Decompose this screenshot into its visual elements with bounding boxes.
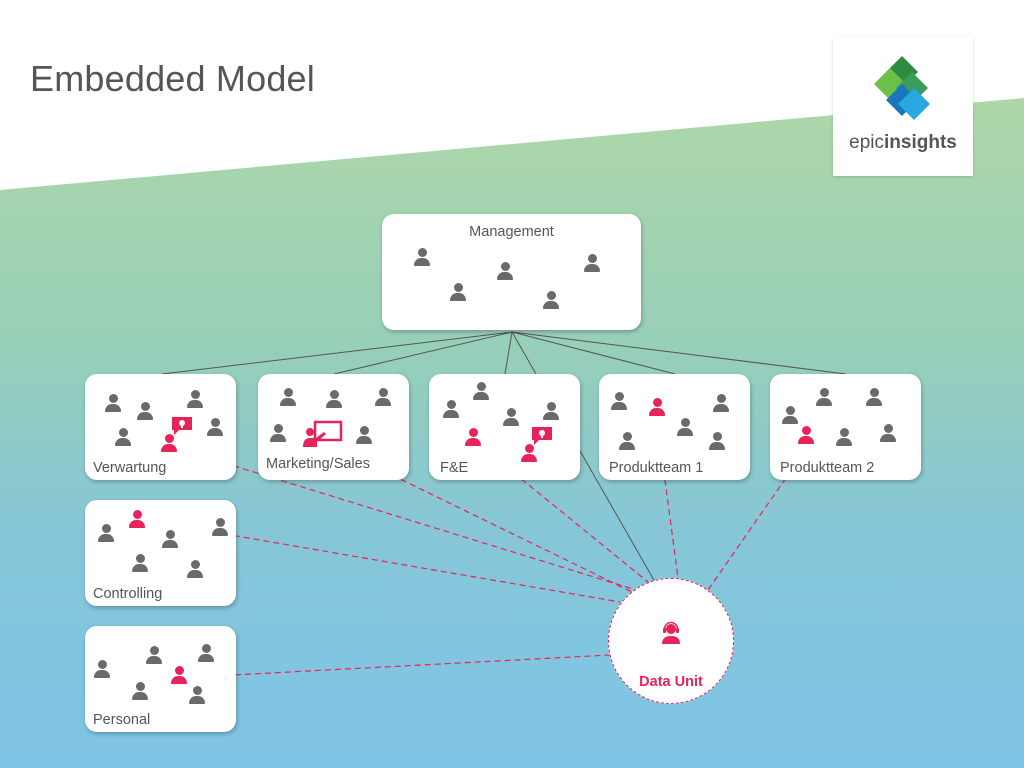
person-icon xyxy=(471,382,491,400)
node-produktteam-2: Produktteam 2 xyxy=(770,374,921,480)
node-label-verwartung: Verwartung xyxy=(93,460,167,476)
person-icon xyxy=(711,394,731,412)
edge-management-marketing xyxy=(333,331,513,375)
node-marketing-sales: Marketing/Sales xyxy=(258,374,409,480)
person-icon xyxy=(707,432,727,450)
node-label-produktteam-2: Produktteam 2 xyxy=(780,460,875,476)
edge-management-data-unit xyxy=(511,331,656,583)
person-icon xyxy=(160,530,180,548)
logo: epicinsights xyxy=(833,36,973,176)
person-icon xyxy=(130,682,150,700)
node-label-controlling: Controlling xyxy=(93,586,163,602)
person-icon xyxy=(268,424,288,442)
person-icon xyxy=(354,426,374,444)
data-analyst-person-icon xyxy=(169,666,189,684)
person-icon xyxy=(135,402,155,420)
person-icon xyxy=(210,518,230,536)
person-icon xyxy=(878,424,898,442)
node-fe: F&E xyxy=(429,374,580,480)
node-label-produktteam-1: Produktteam 1 xyxy=(609,460,704,476)
edge-management-fe xyxy=(504,331,513,375)
edge-produktteam2-data-unit xyxy=(707,477,787,591)
edge-verwartung-data-unit xyxy=(175,447,637,591)
person-icon xyxy=(324,390,344,408)
diamond-stack-logo-icon xyxy=(874,56,930,120)
person-icon xyxy=(495,262,515,280)
logo-text: epicinsights xyxy=(833,132,973,154)
person-icon xyxy=(185,390,205,408)
person-icon xyxy=(130,554,150,572)
node-controlling: Controlling xyxy=(85,500,236,606)
person-icon xyxy=(373,388,393,406)
person-icon xyxy=(144,646,164,664)
person-icon xyxy=(675,418,695,436)
person-icon xyxy=(196,644,216,662)
person-icon xyxy=(541,402,561,420)
node-personal: Personal xyxy=(85,626,236,732)
node-label-management: Management xyxy=(469,224,554,240)
person-icon xyxy=(103,394,123,412)
node-produktteam-1: Produktteam 1 xyxy=(599,374,750,480)
edge-fe-data-unit xyxy=(497,459,649,583)
person-icon xyxy=(96,524,116,542)
edge-controlling-data-unit xyxy=(154,521,621,603)
logo-text-bold: insights xyxy=(884,132,957,153)
person-icon xyxy=(582,254,602,272)
person-icon xyxy=(864,388,884,406)
node-management: Management xyxy=(382,214,641,330)
person-icon xyxy=(609,392,629,410)
data-analyst-person-icon xyxy=(519,444,539,462)
person-icon xyxy=(834,428,854,446)
person-icon xyxy=(187,686,207,704)
person-icon xyxy=(617,432,637,450)
person-icon xyxy=(205,418,225,436)
node-label-data-unit: Data Unit xyxy=(639,674,703,690)
edge-management-verwartung xyxy=(161,331,513,375)
person-icon xyxy=(541,291,561,309)
node-label-marketing-sales: Marketing/Sales xyxy=(266,456,370,472)
idea-bubble-icon xyxy=(532,427,552,445)
data-analyst-person-icon xyxy=(647,398,667,416)
person-icon xyxy=(814,388,834,406)
data-analyst-person-icon xyxy=(127,510,147,528)
person-icon xyxy=(412,248,432,266)
idea-bubble-icon xyxy=(172,417,192,435)
data-analyst-person-icon xyxy=(796,426,816,444)
data-analyst-person-icon xyxy=(159,434,179,452)
data-analyst-person-icon xyxy=(463,428,483,446)
node-label-personal: Personal xyxy=(93,712,151,728)
headset-person-icon xyxy=(662,621,680,644)
person-icon xyxy=(780,406,800,424)
page-title: Embedded Model xyxy=(30,58,315,99)
edge-marketing-data-unit xyxy=(319,439,633,593)
node-data-unit: Data Unit xyxy=(608,578,734,704)
person-icon xyxy=(113,428,133,446)
person-icon xyxy=(92,660,112,678)
person-icon xyxy=(448,283,468,301)
node-label-fe: F&E xyxy=(440,460,469,476)
person-icon xyxy=(441,400,461,418)
edge-personal-data-unit xyxy=(194,654,611,678)
presentation-icon xyxy=(303,420,343,447)
edge-produktteam1-data-unit xyxy=(656,419,679,579)
edge-management-produktteam2 xyxy=(511,331,847,375)
person-icon xyxy=(185,560,205,578)
person-icon xyxy=(501,408,521,426)
logo-text-light: epic xyxy=(849,132,884,153)
edge-management-produktteam1 xyxy=(511,331,676,375)
person-icon xyxy=(278,388,298,406)
node-verwartung: Verwartung xyxy=(85,374,236,480)
